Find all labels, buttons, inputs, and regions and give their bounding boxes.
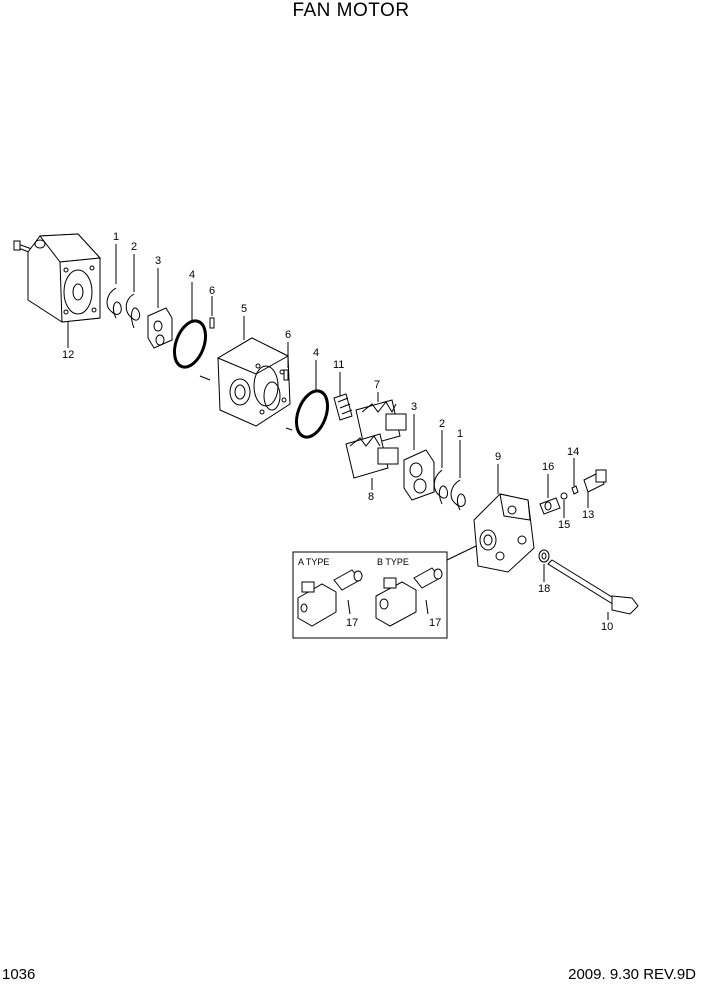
callout-4-right: 4 xyxy=(313,347,319,359)
callout-7: 7 xyxy=(374,379,380,391)
part-16-spool xyxy=(539,474,561,515)
revision-date: 2009. 9.30 REV.9D xyxy=(568,966,696,983)
b-type-label: B TYPE xyxy=(377,557,409,567)
part-12-end-cover xyxy=(13,233,102,348)
part-8-driven-gear xyxy=(345,433,399,490)
callout-6-right: 6 xyxy=(285,329,291,341)
callout-9: 9 xyxy=(495,451,501,463)
page-title: FAN MOTOR xyxy=(292,0,410,21)
part-6-pin-right xyxy=(283,342,289,381)
part-4-o-ring-left xyxy=(172,282,208,369)
a-type-label: A TYPE xyxy=(298,557,329,567)
part-2-backup-ring-left xyxy=(125,254,141,329)
callout-18: 18 xyxy=(538,583,550,595)
part-6-pin-left xyxy=(209,296,215,329)
callout-17-b: 17 xyxy=(429,617,441,629)
solenoid-a-type xyxy=(297,569,363,627)
callout-labels: 1 2 3 4 6 5 6 4 11 7 3 2 1 8 9 16 14 15 … xyxy=(62,231,613,633)
part-1-snap-ring-left xyxy=(106,244,122,319)
inset-solenoid-types xyxy=(292,545,477,639)
part-7-drive-gear xyxy=(355,392,407,447)
part-9-rear-cover xyxy=(473,464,535,573)
part-11-spline-shaft xyxy=(333,372,353,421)
part-14-spring xyxy=(571,458,579,495)
callout-4-left: 4 xyxy=(189,269,195,281)
page-number: 1036 xyxy=(2,966,36,983)
callout-1-right: 1 xyxy=(457,428,463,440)
callout-17-a: 17 xyxy=(346,617,358,629)
callout-2-left: 2 xyxy=(131,241,137,253)
callout-15: 15 xyxy=(558,519,570,531)
part-1-snap-ring-right xyxy=(450,440,466,511)
callout-3-right: 3 xyxy=(411,401,417,413)
callout-2-right: 2 xyxy=(439,418,445,430)
part-3-bushing-left xyxy=(147,268,173,349)
callout-10: 10 xyxy=(601,621,613,633)
callout-12: 12 xyxy=(62,349,74,361)
part-5-gear-housing xyxy=(199,316,293,431)
callout-14: 14 xyxy=(567,446,579,458)
callout-1-left: 1 xyxy=(113,231,119,243)
callout-8: 8 xyxy=(368,491,374,503)
callout-13: 13 xyxy=(582,509,594,521)
callout-11: 11 xyxy=(333,359,344,371)
part-2-backup-ring-right xyxy=(433,430,449,505)
part-18-washer xyxy=(538,549,550,582)
part-3-bushing-right xyxy=(403,414,435,501)
part-13-fitting xyxy=(583,469,607,508)
solenoid-b-type xyxy=(375,567,443,627)
callout-5: 5 xyxy=(241,303,247,315)
part-15-ball xyxy=(560,492,568,518)
part-4-o-ring-right xyxy=(294,360,330,439)
callout-6-left: 6 xyxy=(209,285,215,297)
callout-16: 16 xyxy=(542,461,554,473)
part-10-bolt xyxy=(547,559,639,620)
callout-3-left: 3 xyxy=(155,255,161,267)
